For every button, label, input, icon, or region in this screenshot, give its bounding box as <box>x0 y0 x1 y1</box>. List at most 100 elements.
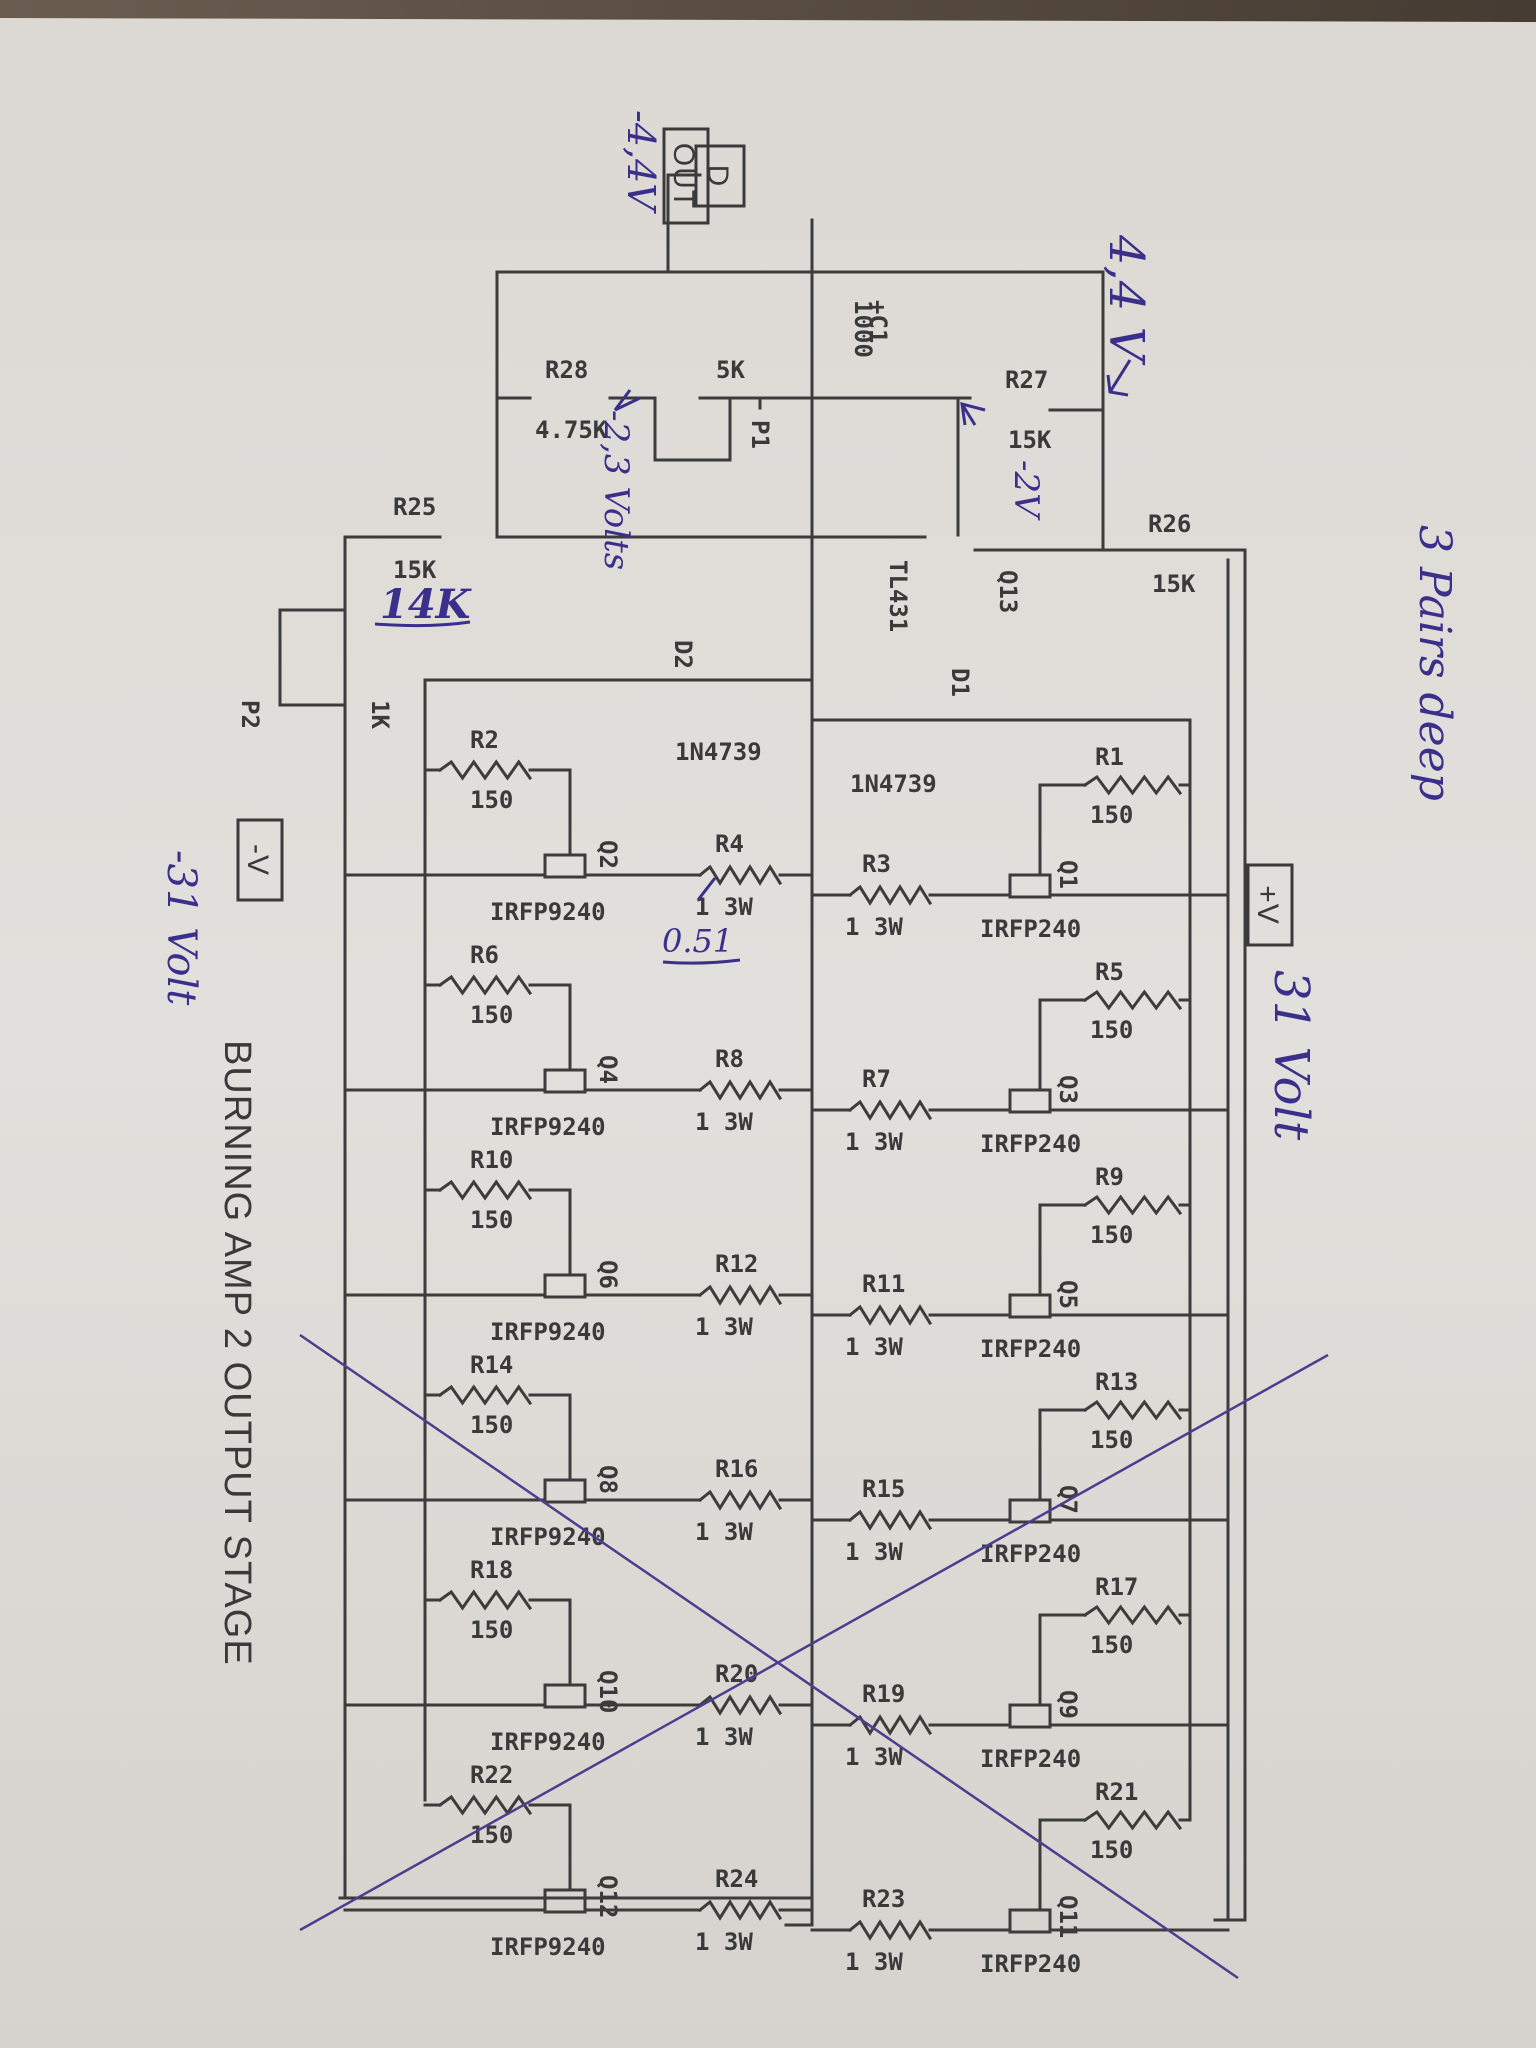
src-r-name-p4: R20 <box>715 1660 758 1688</box>
paper-sheet <box>0 18 1536 2048</box>
gate-resistor-r6 <box>437 974 533 996</box>
pfet-q12 <box>543 1888 587 1914</box>
nfet-q1 <box>1008 873 1052 899</box>
gate-resistor-r2 <box>437 759 533 781</box>
hw-pos-rail: 31 Volt <box>1263 970 1319 1141</box>
gate-r-val-p4: 150 <box>470 1616 513 1644</box>
source-resistor-r20 <box>697 1694 783 1716</box>
wire <box>528 768 572 857</box>
wire <box>1038 998 1087 1092</box>
r26-name: R26 <box>1148 510 1191 538</box>
pfet-name-1: Q4 <box>594 1055 622 1084</box>
d2-name: D2 <box>669 640 697 669</box>
nfet-q9 <box>1008 1703 1052 1729</box>
src-r-val-p5: 1 3W <box>695 1928 753 1956</box>
nfet-part-4: IRFP240 <box>980 1745 1081 1773</box>
gate-resistor-r21 <box>1082 1809 1183 1831</box>
gate-r-name-5: R21 <box>1095 1778 1138 1806</box>
src-r-name-p5: R24 <box>715 1865 758 1893</box>
gate-r-val-p5: 150 <box>470 1821 513 1849</box>
wire <box>1038 783 1087 877</box>
nfet-part-2: IRFP240 <box>980 1335 1081 1363</box>
hw-neg-d: -4,4V <box>619 110 663 214</box>
strike-r4 <box>696 877 717 901</box>
pfet-part-5: IRFP9240 <box>490 1933 606 1961</box>
nfet-name-0: Q1 <box>1054 860 1082 889</box>
pfet-q2 <box>543 853 587 879</box>
gate-r-name-p2: R10 <box>470 1146 513 1174</box>
src-r-val-p2: 1 3W <box>695 1313 753 1341</box>
src-r-val-p3: 1 3W <box>695 1518 753 1546</box>
gate-r-val-4: 150 <box>1090 1631 1133 1659</box>
gate-r-val-5: 150 <box>1090 1836 1133 1864</box>
pfet-q8 <box>543 1478 587 1504</box>
gate-r-name-p3: R14 <box>470 1351 513 1379</box>
nfet-name-2: Q5 <box>1054 1280 1082 1309</box>
wire <box>528 983 572 1072</box>
nfet-part-1: IRFP240 <box>980 1130 1081 1158</box>
gate-resistor-r1 <box>1082 774 1183 796</box>
q13-part: TL431 <box>884 560 912 632</box>
gate-resistor-r22 <box>437 1794 533 1816</box>
gate-r-name-p1: R6 <box>470 941 499 969</box>
hw-r25-new: 14K <box>380 581 473 628</box>
wire <box>528 1393 572 1482</box>
src-r-name-5: R23 <box>862 1885 905 1913</box>
src-r-name-0: R3 <box>862 850 891 878</box>
wire <box>528 1188 572 1277</box>
wiring <box>278 173 1247 1927</box>
r28-name: R28 <box>545 356 588 384</box>
pfet-name-2: Q6 <box>594 1260 622 1289</box>
source-resistor-r7 <box>847 1099 933 1121</box>
gate-resistor-r13 <box>1082 1399 1183 1421</box>
nfet-part-5: IRFP240 <box>980 1950 1081 1978</box>
pfet-name-3: Q8 <box>594 1465 622 1494</box>
wire <box>1038 1613 1087 1707</box>
src-r-val-0: 1 3W <box>845 913 903 941</box>
gate-r-val-p0: 150 <box>470 786 513 814</box>
gate-r-val-1: 150 <box>1090 1016 1133 1044</box>
r28-value: 4.75K <box>535 416 608 444</box>
src-r-val-2: 1 3W <box>845 1333 903 1361</box>
wire <box>1038 1818 1087 1912</box>
wire <box>528 1598 572 1687</box>
arrow-r27 <box>960 401 986 426</box>
underline-14k <box>374 620 471 628</box>
nfet-q11 <box>1008 1908 1052 1934</box>
gate-r-val-p2: 150 <box>470 1206 513 1234</box>
source-resistor-r16 <box>697 1489 783 1511</box>
source-resistor-r12 <box>697 1284 783 1306</box>
pfet-part-3: IRFP9240 <box>490 1523 606 1551</box>
src-r-name-p0: R4 <box>715 830 744 858</box>
pfet-q10 <box>543 1683 587 1709</box>
page-title: BURNING AMP 2 OUTPUT STAGE <box>216 1040 258 1666</box>
source-resistor-r24 <box>697 1899 783 1921</box>
src-r-name-2: R11 <box>862 1270 905 1298</box>
pfet-part-1: IRFP9240 <box>490 1113 606 1141</box>
source-resistor-r23 <box>847 1919 933 1941</box>
hw-v-r27: -2V <box>1006 460 1046 521</box>
d-label: D <box>701 165 734 188</box>
gate-resistor-r17 <box>1082 1604 1183 1626</box>
source-resistor-r8 <box>697 1079 783 1101</box>
d1-part: 1N4739 <box>850 770 937 798</box>
src-r-val-1: 1 3W <box>845 1128 903 1156</box>
gate-r-name-p0: R2 <box>470 726 499 754</box>
r27-name: R27 <box>1005 366 1048 394</box>
src-r-val-p1: 1 3W <box>695 1108 753 1136</box>
pfet-name-0: Q2 <box>594 840 622 869</box>
gate-r-name-0: R1 <box>1095 743 1124 771</box>
pfet-q4 <box>543 1068 587 1094</box>
nfet-name-4: Q9 <box>1054 1690 1082 1719</box>
r26-value: 15K <box>1152 570 1196 598</box>
pos-v-label: +V <box>1251 885 1284 925</box>
nfet-q3 <box>1008 1088 1052 1114</box>
arrow-4v4 <box>1106 359 1132 397</box>
nfet-name-1: Q3 <box>1054 1075 1082 1104</box>
gate-r-name-4: R17 <box>1095 1573 1138 1601</box>
gate-r-name-3: R13 <box>1095 1368 1138 1396</box>
q13-name: Q13 <box>994 570 1022 613</box>
gate-r-val-p3: 150 <box>470 1411 513 1439</box>
